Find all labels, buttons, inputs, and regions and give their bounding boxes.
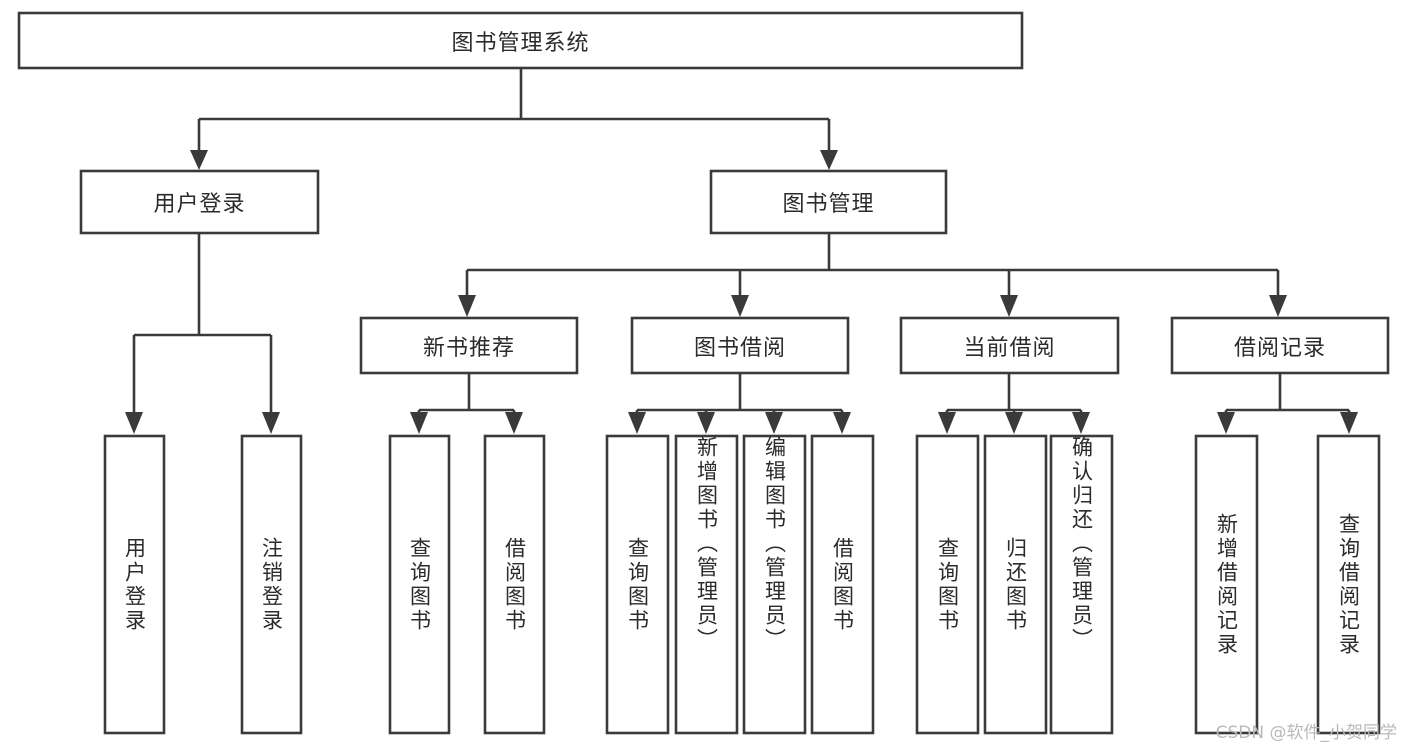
leaf-box-query-book-3[interactable] xyxy=(915,434,980,735)
arrow-borrow-record-leaf-1 xyxy=(1217,412,1235,434)
arrow-root-to-user-login xyxy=(190,150,208,170)
leaf-box-add-record[interactable] xyxy=(1194,434,1259,735)
node-book-borrow-box[interactable] xyxy=(630,316,850,375)
leaf-box-add-book[interactable] xyxy=(674,434,739,735)
arrow-root-to-book-manage xyxy=(820,150,838,170)
arrow-book-manage-to-new-book xyxy=(458,295,476,317)
node-user-login-box[interactable] xyxy=(79,169,320,235)
arrow-book-manage-to-current-borrow xyxy=(1000,295,1018,317)
node-new-book-recommend-box[interactable] xyxy=(359,316,579,375)
leaf-box-query-record[interactable] xyxy=(1316,434,1381,735)
arrow-borrow-record-leaf-2 xyxy=(1340,412,1358,434)
node-borrow-record-box[interactable] xyxy=(1170,316,1390,375)
leaf-box-query-book-2[interactable] xyxy=(605,434,670,735)
arrow-new-book-leaf-1 xyxy=(410,412,428,434)
leaf-box-borrow-book-2[interactable] xyxy=(810,434,875,735)
leaf-box-borrow-book-1[interactable] xyxy=(483,434,546,735)
leaf-box-query-book-1[interactable] xyxy=(388,434,451,735)
arrow-book-manage-to-book-borrow xyxy=(731,295,749,317)
arrow-current-borrow-leaf-2 xyxy=(1005,412,1023,434)
arrow-current-borrow-leaf-3 xyxy=(1072,412,1090,434)
leaf-box-edit-book[interactable] xyxy=(742,434,807,735)
arrow-user-login-leaf-1 xyxy=(125,412,143,434)
node-root-box[interactable] xyxy=(17,11,1024,70)
arrow-user-login-leaf-2 xyxy=(262,412,280,434)
node-book-manage-box[interactable] xyxy=(709,169,948,235)
arrow-book-manage-to-borrow-record xyxy=(1269,295,1287,317)
leaf-box-return-book[interactable] xyxy=(983,434,1048,735)
arrow-book-borrow-leaf-1 xyxy=(628,412,646,434)
arrow-book-borrow-leaf-2 xyxy=(697,412,715,434)
arrow-book-borrow-leaf-3 xyxy=(765,412,783,434)
leaf-box-user-login[interactable] xyxy=(103,434,166,735)
leaf-box-user-logout[interactable] xyxy=(240,434,303,735)
arrow-current-borrow-leaf-1 xyxy=(938,412,956,434)
leaf-box-confirm-return[interactable] xyxy=(1049,434,1114,735)
node-current-borrow-box[interactable] xyxy=(899,316,1120,375)
arrow-new-book-leaf-2 xyxy=(505,412,523,434)
arrow-book-borrow-leaf-4 xyxy=(833,412,851,434)
